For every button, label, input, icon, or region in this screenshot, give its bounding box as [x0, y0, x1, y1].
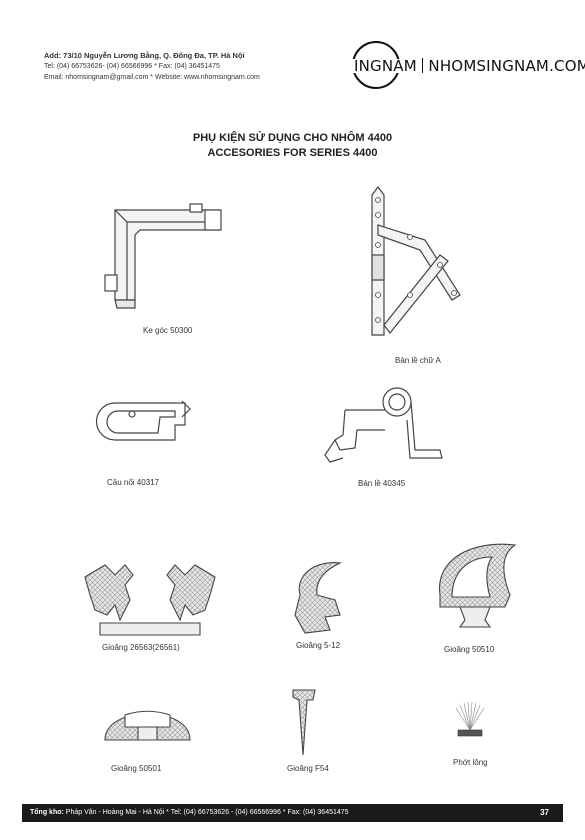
gasket-50501-drawing	[104, 710, 191, 741]
connector-bridge-drawing	[95, 400, 191, 441]
phone-text: Tel: (04) 66753626- (04) 66566996 * Fax:…	[44, 63, 220, 70]
email-text: Email: nhomsingnam@gmail.com * Website: …	[44, 74, 260, 81]
logo-text: INGNAM NHOMSINGNAM.COM	[354, 57, 585, 75]
caption-ban-le-chu-a: Bản lề chữ A	[395, 356, 441, 365]
footer-bar: Tổng kho: Pháp Vân - Hoàng Mai - Hà Nội …	[22, 804, 563, 822]
a-hinge-drawing	[371, 186, 461, 336]
caption-gioang-50501: Gioăng 50501	[111, 764, 162, 773]
gasket-f54-drawing	[292, 689, 316, 756]
footer-label: Tổng kho:	[30, 809, 64, 816]
caption-phot-long: Phớt lông	[453, 758, 488, 767]
gasket-50510-drawing	[439, 543, 517, 628]
caption-gioang-26563: Gioăng 26563(26561)	[102, 643, 180, 652]
caption-cau-noi: Cầu nối 40317	[107, 478, 160, 487]
caption-ke-goc: Ke góc 50300	[143, 326, 193, 335]
caption-gioang-50510: Gioăng 50510	[444, 645, 495, 654]
brush-seal-drawing	[455, 701, 485, 737]
page-number: 37	[540, 808, 549, 817]
address-text: Add: 73/10 Nguyễn Lương Bằng, Q. Đống Đa…	[44, 51, 245, 60]
brand-logo: INGNAM NHOMSINGNAM.COM	[352, 41, 585, 91]
footer-text: Pháp Vân - Hoàng Mai - Hà Nội * Tel: (04…	[65, 809, 349, 816]
hinge-40345-drawing	[324, 387, 443, 463]
gasket-5-12-drawing	[294, 562, 342, 634]
corner-bracket-drawing	[104, 203, 222, 309]
caption-gioang-f54: Gioăng F54	[287, 764, 329, 773]
logo-right-text: NHOMSINGNAM.COM	[428, 57, 585, 75]
page-title: PHỤ KIỆN SỬ DỤNG CHO NHÔM 4400	[192, 132, 393, 144]
page-subtitle: ACCESORIES FOR SERIES 4400	[207, 147, 378, 159]
contact-block: Add: 73/10 Nguyễn Lương Bằng, Q. Đống Đa…	[44, 50, 260, 83]
caption-ban-le-40345: Bản lề 40345	[358, 479, 406, 488]
gasket-26563-drawing	[84, 564, 216, 636]
caption-gioang-5-12: Gioăng 5-12	[296, 641, 341, 650]
logo-left-text: INGNAM	[354, 57, 417, 75]
